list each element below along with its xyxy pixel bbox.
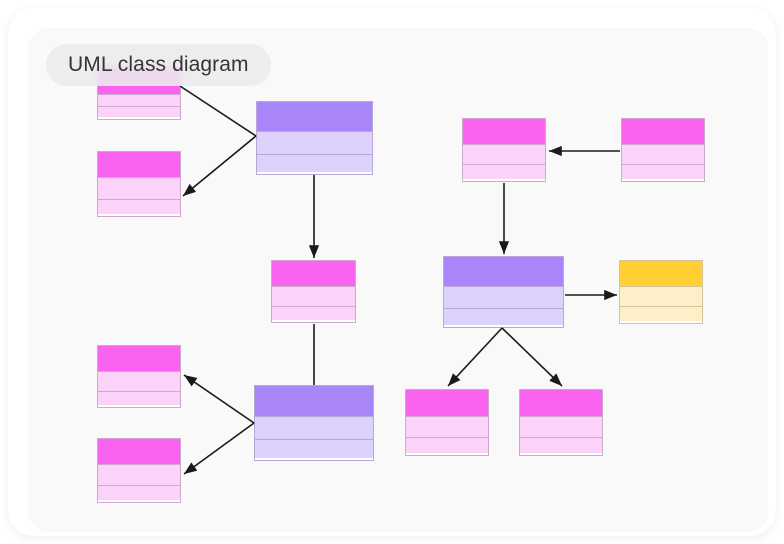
class-node-name-band <box>98 152 180 178</box>
class-node-operations-band <box>444 309 563 325</box>
class-node-name-band <box>520 390 602 417</box>
class-node-name-band <box>463 119 545 145</box>
class-node-attributes-band <box>255 417 373 440</box>
class-node-attributes-band <box>463 145 545 165</box>
class-node-operations-band <box>520 438 602 453</box>
page-title: UML class diagram <box>68 53 249 76</box>
class-node[interactable] <box>405 389 489 456</box>
class-node-operations-band <box>272 307 355 320</box>
class-node-name-band <box>622 119 704 145</box>
class-node-attributes-band <box>98 95 180 107</box>
class-node-operations-band <box>98 107 180 117</box>
class-node-operations-band <box>463 165 545 179</box>
class-node-attributes-band <box>444 287 563 309</box>
class-node-attributes-band <box>98 465 180 486</box>
class-node[interactable] <box>97 345 181 408</box>
class-node-name-band <box>98 439 180 465</box>
class-node-attributes-band <box>620 287 702 307</box>
class-node-attributes-band <box>520 417 602 438</box>
class-node[interactable] <box>271 260 356 323</box>
class-node[interactable] <box>256 101 373 175</box>
class-node-operations-band <box>98 392 180 405</box>
diagram-canvas[interactable] <box>28 28 768 532</box>
class-node-name-band <box>620 261 702 287</box>
class-node[interactable] <box>462 118 546 182</box>
class-node-name-band <box>255 386 373 417</box>
class-node-operations-band <box>620 307 702 321</box>
diagram-title-pill: UML class diagram <box>46 44 271 86</box>
class-node-name-band <box>272 261 355 287</box>
class-node-operations-band <box>622 165 704 179</box>
class-node-attributes-band <box>622 145 704 165</box>
class-node-operations-band <box>406 438 488 453</box>
class-node-attributes-band <box>98 372 180 392</box>
diagram-card: UML class diagram <box>8 8 776 536</box>
class-node-name-band <box>257 102 372 132</box>
class-node[interactable] <box>443 256 564 328</box>
class-node-operations-band <box>98 486 180 500</box>
class-node[interactable] <box>97 438 181 503</box>
class-node-name-band <box>406 390 488 417</box>
class-node-operations-band <box>257 155 372 172</box>
class-node[interactable] <box>621 118 705 182</box>
class-node-attributes-band <box>406 417 488 438</box>
class-node-operations-band <box>255 440 373 458</box>
class-node-name-band <box>98 346 180 372</box>
class-node-attributes-band <box>98 178 180 200</box>
class-node[interactable] <box>97 151 181 217</box>
class-node[interactable] <box>519 389 603 456</box>
class-node-attributes-band <box>257 132 372 155</box>
class-node-name-band <box>444 257 563 287</box>
class-node-operations-band <box>98 200 180 214</box>
class-node[interactable] <box>254 385 374 461</box>
class-node-attributes-band <box>272 287 355 307</box>
class-node[interactable] <box>619 260 703 324</box>
